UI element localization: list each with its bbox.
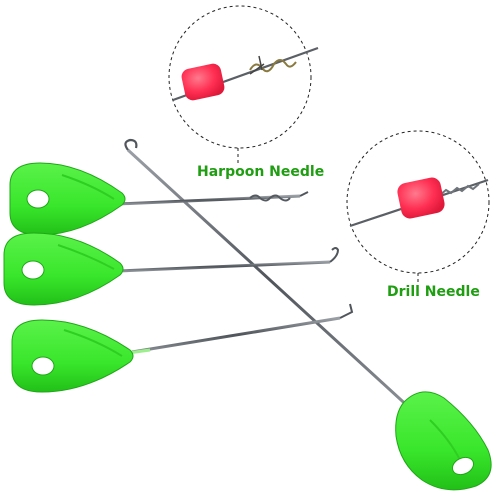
- handle-hole-icon: [21, 260, 45, 280]
- hook-icon: [329, 247, 340, 263]
- drill-needle-label: Drill Needle: [387, 284, 480, 300]
- handle-hole-icon: [31, 356, 55, 376]
- needle-handle-2: [3, 232, 340, 306]
- harpoon-needle-label: Harpoon Needle: [197, 164, 325, 180]
- bait-bead-icon: [181, 63, 225, 101]
- needle-handle-3: [11, 303, 354, 393]
- drill-detail-circle: [346, 130, 490, 274]
- needle-handle-1: [9, 162, 309, 236]
- hook-icon: [124, 138, 138, 151]
- handle-hole-icon: [451, 456, 475, 476]
- harpoon-detail-circle: [168, 5, 319, 149]
- handle-hole-icon: [26, 189, 50, 209]
- long-needle: [124, 138, 414, 412]
- hook-icon: [339, 303, 354, 319]
- needle-handle-4: [395, 391, 492, 491]
- bait-bead-icon: [397, 177, 445, 219]
